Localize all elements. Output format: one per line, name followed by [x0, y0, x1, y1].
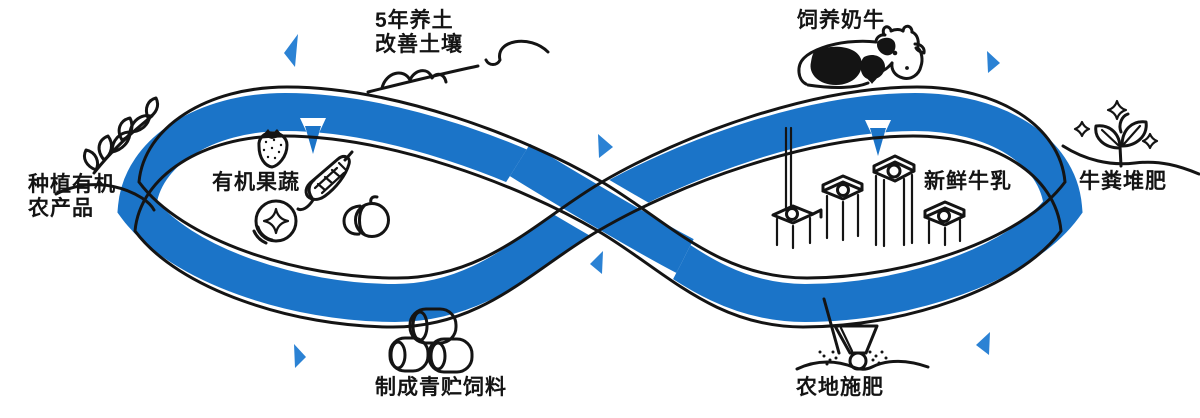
- label-improve-soil: 5年养土 改善土壤: [375, 9, 463, 56]
- ribbon-notch: [300, 118, 891, 156]
- label-organic-produce: 有机果蔬: [212, 171, 300, 194]
- ribbon-outline-outer: [137, 85, 1067, 280]
- infinity-ribbon: [117, 85, 1083, 329]
- flow-arrow-icon: [590, 251, 603, 274]
- flow-arrow-icon: [294, 344, 306, 368]
- flow-arrow-icon: [284, 34, 298, 67]
- blueberry-icon: [252, 199, 298, 245]
- flow-arrow-icon: [976, 332, 990, 355]
- cloud-doodle-icon: [366, 64, 480, 94]
- corn-icon: [296, 150, 354, 212]
- flow-arrows: [284, 34, 1000, 368]
- wheat-sprig-icon: [54, 96, 160, 212]
- label-fertilize-farmland: 农地施肥: [796, 376, 884, 399]
- flow-arrow-icon: [598, 134, 613, 158]
- milk-cartons-icon: [771, 126, 966, 250]
- fertilizer-funnel-icon: [795, 297, 930, 371]
- label-make-silage: 制成青贮饲料: [375, 376, 507, 399]
- pumpkin-icon: [342, 195, 390, 238]
- ribbon-outline-inner: [133, 134, 1063, 329]
- strawberry-icon: [257, 129, 289, 169]
- label-fresh-milk: 新鲜牛乳: [924, 170, 1012, 193]
- flow-arrow-icon: [987, 51, 1000, 73]
- silage-bales-icon: [388, 307, 474, 374]
- label-raise-dairy-cows: 饲养奶牛: [797, 9, 885, 32]
- wind-swirl-icon: [484, 39, 550, 66]
- label-plant-organic: 种植有机 农产品: [28, 173, 116, 220]
- cow-icon: [797, 24, 926, 89]
- ribbon-cross-over: [509, 143, 694, 273]
- ribbon-band: [117, 92, 1083, 323]
- ground-line-icon: [795, 359, 930, 371]
- label-manure-compost: 牛粪堆肥: [1079, 170, 1167, 193]
- milk-pour-icon: [784, 126, 793, 210]
- sprout-sparkles-icon: [1061, 99, 1200, 176]
